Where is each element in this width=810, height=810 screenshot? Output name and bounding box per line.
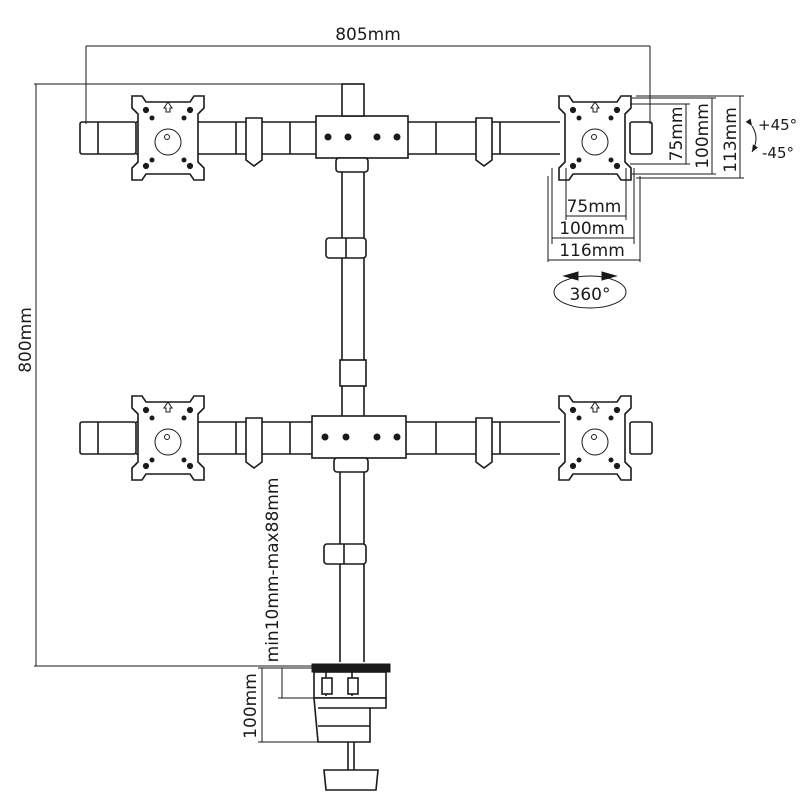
tilt-up-label: +45° [758, 116, 797, 134]
swivel-label: 360° [570, 285, 611, 305]
vesa-h-100-label: 100mm [559, 219, 625, 239]
lower-pole [323, 457, 369, 662]
overall-width-label: 805mm [335, 25, 401, 45]
vesa-v-75-label: 75mm [667, 107, 687, 162]
upper-pole [325, 157, 369, 420]
clamp-range-dimension: min10mm-max88mm [263, 478, 320, 699]
vesa-vertical-dimensions: 75mm 100mm 113mm [630, 95, 744, 179]
vesa-horizontal-dimensions: 75mm 100mm 116mm [547, 168, 641, 262]
tilt-down-label: -45° [762, 144, 794, 162]
height-dimension: 800mm [16, 83, 342, 667]
plate-height-label: 113mm [721, 107, 741, 173]
overall-height-label: 800mm [16, 307, 36, 373]
clamp-range-label: min10mm-max88mm [263, 478, 283, 663]
vesa-v-100-label: 100mm [693, 103, 713, 169]
clamp-height-label: 100mm [241, 673, 261, 739]
width-dimension: 805mm [85, 25, 651, 124]
vesa-h-75-label: 75mm [567, 197, 622, 217]
clamp-height-dimension: 100mm [241, 667, 318, 743]
top-arm [79, 83, 653, 181]
desk-clamp [311, 663, 391, 791]
plate-width-label: 116mm [559, 241, 625, 261]
bottom-arm [79, 395, 653, 481]
swivel-indicator: 360° [553, 271, 627, 309]
tilt-indicator: +45° -45° [745, 116, 797, 162]
